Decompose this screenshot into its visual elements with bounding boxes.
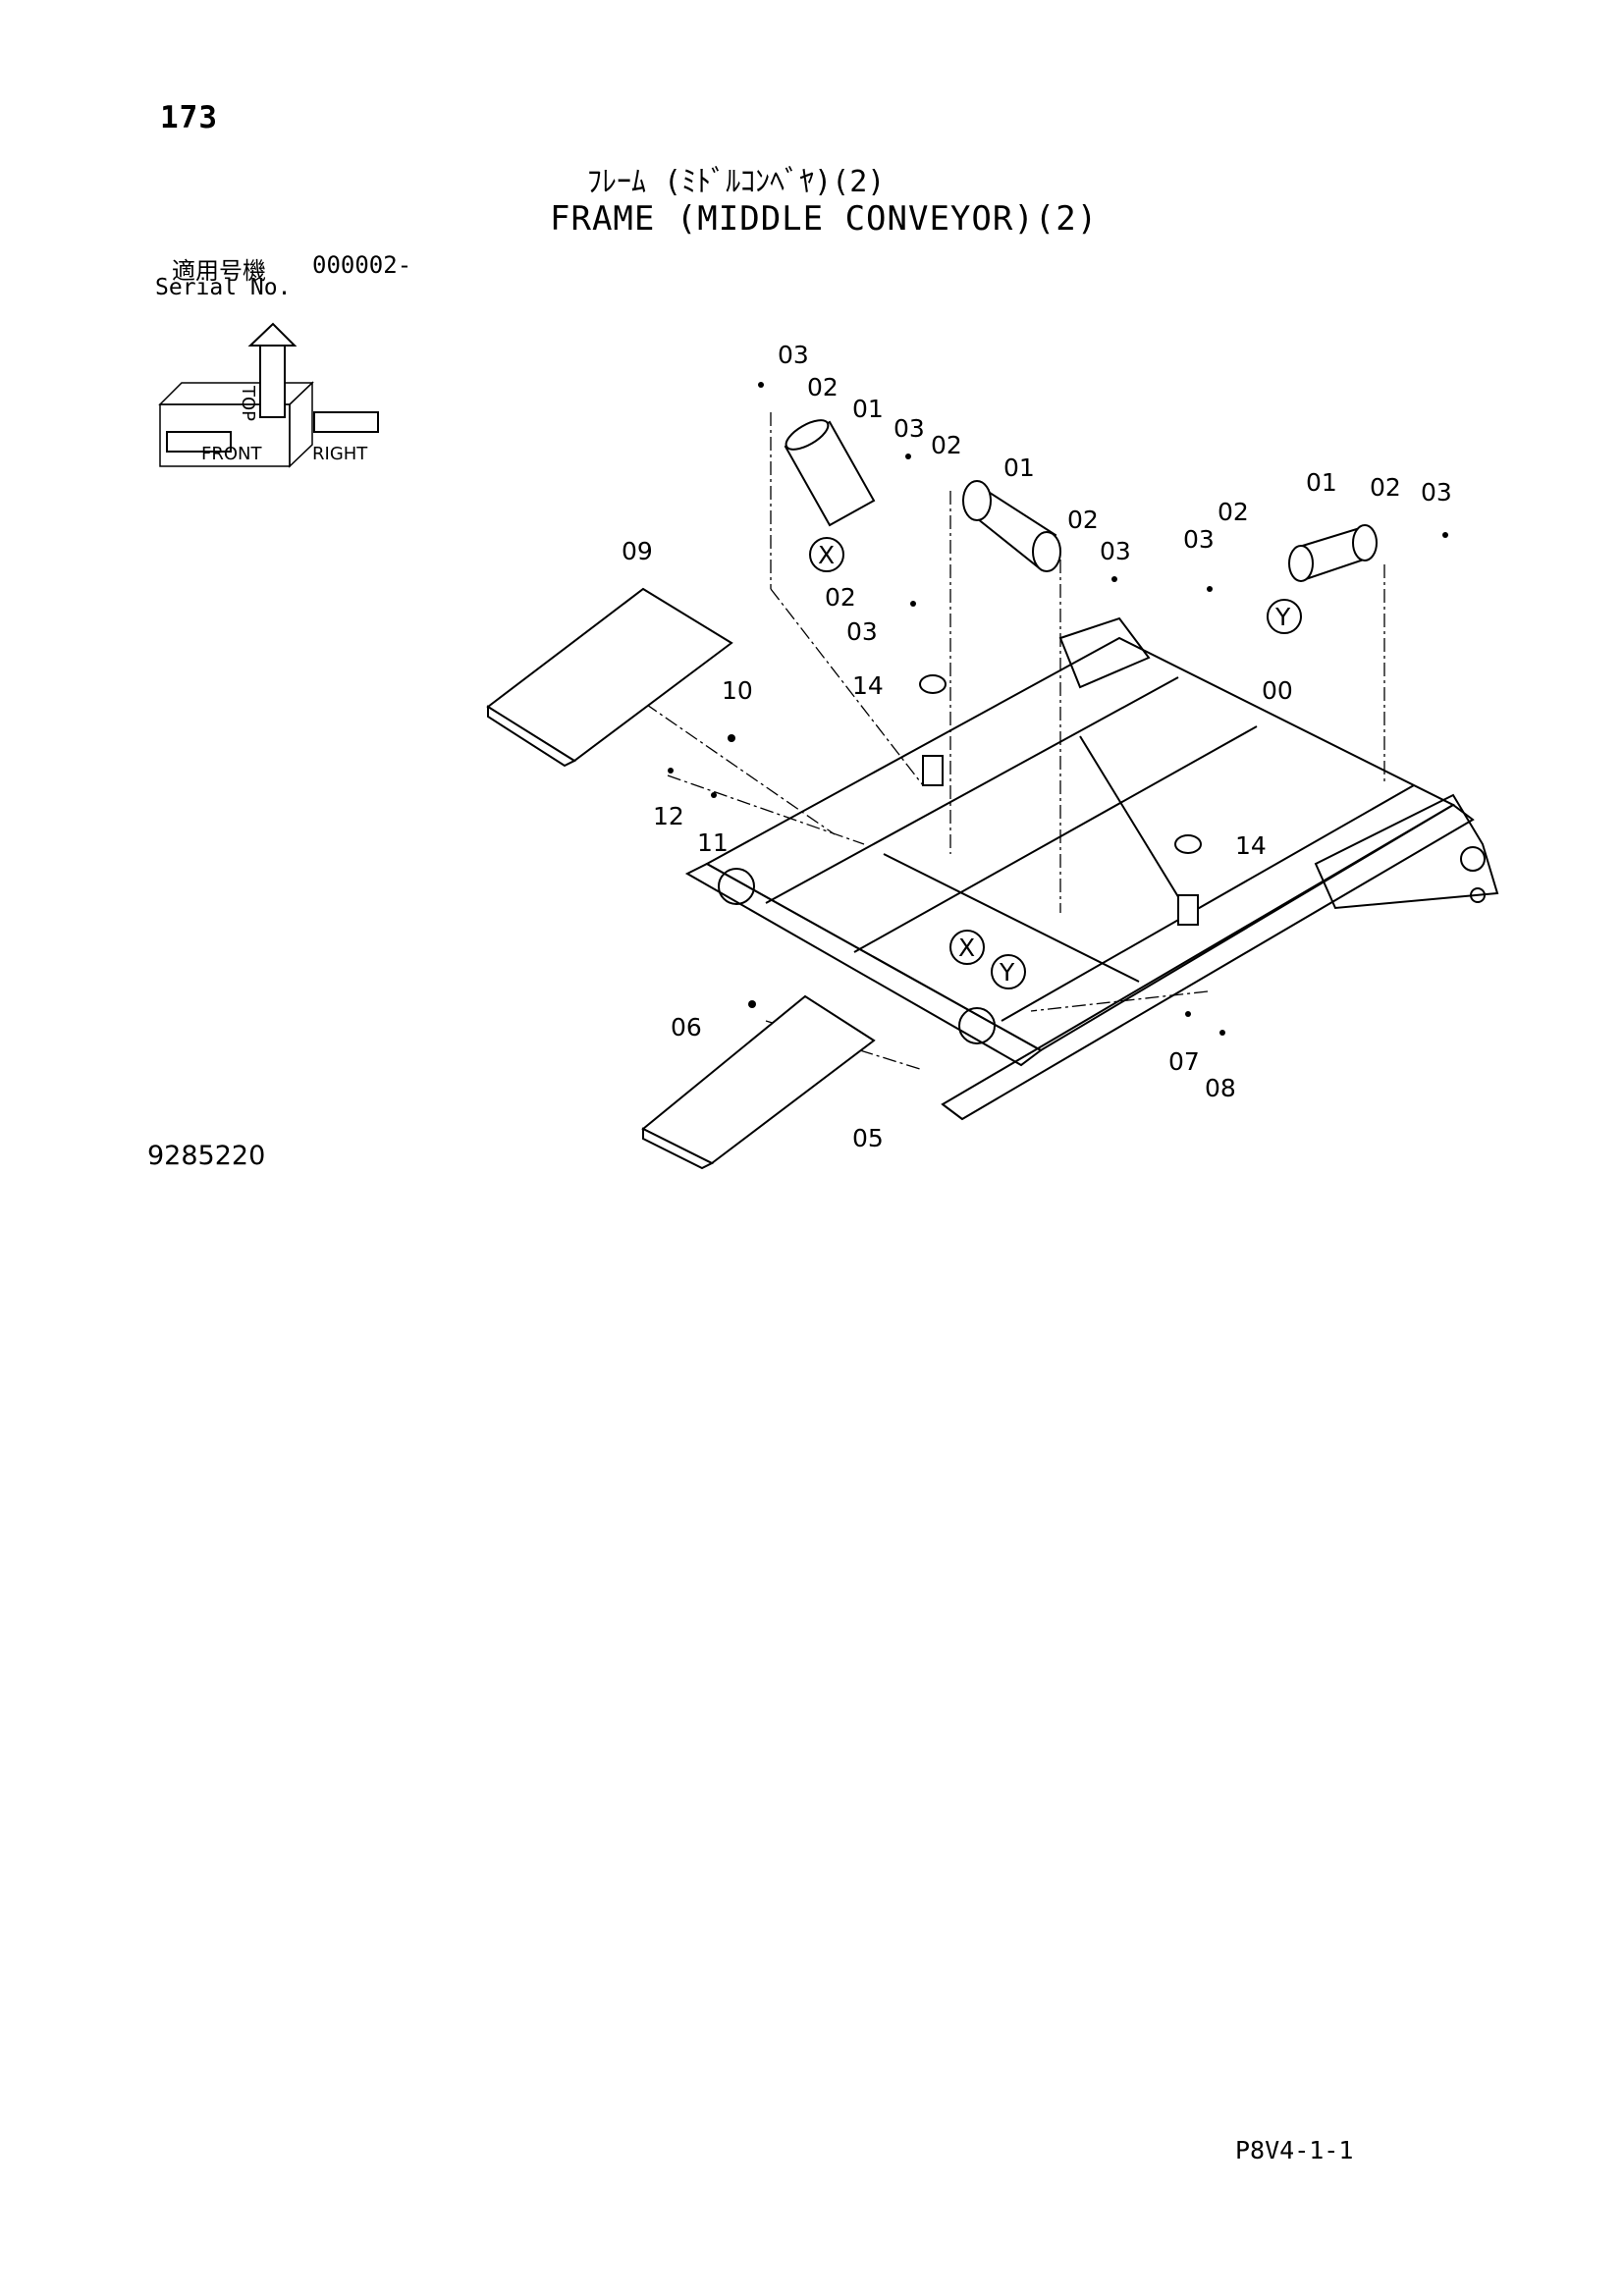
orientation-top-label: TOP [238, 385, 258, 421]
svg-text:Y: Y [1274, 603, 1291, 631]
callout-01: 01 [1306, 468, 1337, 497]
callout-11: 11 [697, 828, 729, 857]
callout-02: 02 [931, 431, 962, 459]
detail-marker-x-frame: X [949, 930, 985, 965]
callout-00: 00 [1262, 676, 1293, 705]
callout-05: 05 [852, 1124, 884, 1152]
callout-01: 01 [1003, 454, 1035, 482]
orientation-right-label: RIGHT [312, 444, 368, 464]
callout-08: 08 [1205, 1074, 1236, 1102]
callout-09: 09 [622, 537, 653, 565]
orientation-compass-icon: FRONT TOP RIGHT [158, 322, 379, 468]
main-frame-outline [684, 616, 1499, 1121]
callout-02: 02 [825, 583, 856, 612]
title-english: FRAME (MIDDLE CONVEYOR)(2) [550, 199, 1099, 239]
page-number: 173 [160, 100, 218, 135]
cover-part-05 [641, 994, 876, 1170]
callout-02: 02 [1370, 473, 1401, 502]
callout-03: 03 [893, 414, 925, 443]
callout-03: 03 [1100, 537, 1131, 565]
callout-02: 02 [807, 373, 839, 401]
roller-part-01-center [962, 480, 1061, 572]
bumper-part-14-left [919, 674, 947, 786]
serial-value: 000002- [312, 251, 412, 279]
callout-03: 03 [1421, 478, 1452, 507]
callout-14: 14 [1235, 831, 1267, 860]
page-code: P8V4-1-1 [1235, 2136, 1354, 2164]
title-japanese: ﾌﾚｰﾑ (ﾐﾄﾞﾙｺﾝﾍﾞﾔ)(2) [587, 165, 886, 199]
figure-number: 9285220 [147, 1141, 266, 1171]
callout-03: 03 [846, 617, 878, 646]
detail-marker-y-top: Y [1267, 599, 1302, 634]
callout-10: 10 [722, 676, 753, 705]
callout-06: 06 [671, 1013, 702, 1041]
svg-text:Y: Y [999, 958, 1015, 987]
roller-part-01-left [784, 419, 876, 527]
svg-text:X: X [958, 934, 975, 962]
callout-03: 03 [778, 341, 809, 369]
callout-01: 01 [852, 395, 884, 423]
svg-text:X: X [818, 541, 835, 569]
roller-part-01-right [1288, 524, 1378, 582]
detail-marker-x-top: X [809, 537, 844, 572]
serial-label-japanese: 適用号機 [172, 257, 266, 285]
callout-12: 12 [653, 802, 684, 830]
callout-02: 02 [1218, 498, 1249, 526]
bumper-part-14-right [1174, 834, 1202, 926]
callout-03: 03 [1183, 525, 1215, 554]
serial-label-english: Serial No. [155, 275, 292, 300]
callout-07: 07 [1168, 1047, 1200, 1076]
fastener-dots [668, 382, 1448, 1036]
orientation-front-label: FRONT [201, 444, 262, 464]
detail-marker-y-frame: Y [991, 954, 1026, 989]
callout-02: 02 [1067, 506, 1099, 534]
callout-14: 14 [852, 671, 884, 700]
cover-part-09 [486, 587, 733, 768]
